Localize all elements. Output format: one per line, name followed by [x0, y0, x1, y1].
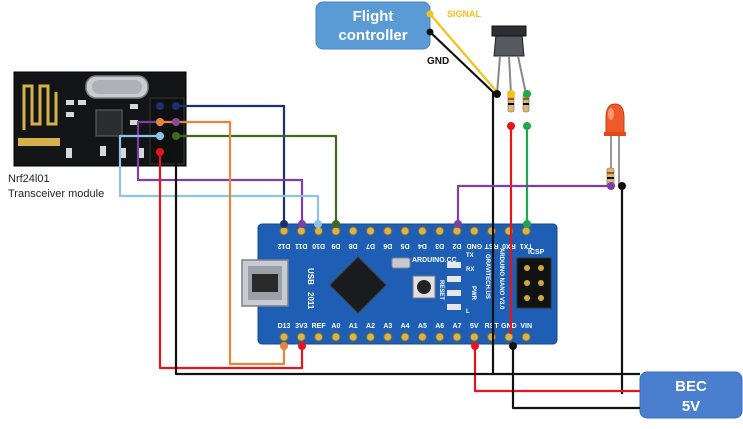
pin-label-d6: D6	[383, 242, 392, 249]
pin-label-vin: VIN	[520, 323, 532, 330]
pwr-label: PWR	[470, 286, 476, 301]
connection-dots	[156, 10, 626, 350]
pin-label-a3: A3	[383, 323, 392, 330]
nrf-label-line2: Transceiver module	[8, 188, 104, 200]
pin-label-a1: A1	[349, 323, 358, 330]
pin-pad-a2	[366, 332, 375, 342]
wire-black-nrf	[174, 152, 493, 376]
pin-pad-d3	[435, 226, 445, 236]
usb-label: USB	[306, 268, 315, 285]
wire-purple-nrf	[136, 120, 304, 224]
bec-box: BEC 5V	[639, 371, 743, 419]
pin-label-a0: A0	[331, 323, 340, 330]
pin-label-a7: A7	[453, 323, 462, 330]
pin-pad-a7	[452, 332, 462, 342]
wire-red-nrf	[158, 152, 304, 370]
pin-label-d11: D11	[295, 242, 308, 249]
led	[604, 103, 626, 187]
pin-pad-rst	[487, 226, 497, 236]
pin-pad-rst	[487, 332, 497, 342]
year-label: 2011	[306, 292, 315, 310]
pin-pad-vin	[521, 332, 531, 342]
nano-label: ARDUINO NANO V3.0	[498, 248, 504, 310]
pin-label-rst: RST	[484, 242, 499, 249]
tx-label: TX	[466, 253, 474, 259]
pin-label-d2: D2	[452, 242, 461, 249]
pin-label-d12: D12	[277, 242, 290, 249]
pin-pad-d13	[279, 332, 289, 342]
pin-label-d7: D7	[366, 242, 375, 249]
pin-pad-gnd	[469, 226, 479, 236]
pin-label-a2: A2	[366, 323, 375, 330]
pin-pad-d5	[400, 226, 410, 236]
arduino-nano-board	[241, 223, 558, 345]
pin-label-d8: D8	[349, 242, 358, 249]
pin-pad-d11	[296, 226, 306, 236]
nrf-label-line1: Nrf24l01	[8, 173, 50, 185]
pin-label-a5: A5	[418, 323, 427, 330]
pin-label-a4: A4	[401, 323, 410, 330]
pin-label-gnd: GND	[501, 323, 517, 330]
pin-pad-d2	[452, 226, 462, 236]
bec-line1: BEC	[675, 378, 707, 395]
pin-pad-a5	[417, 332, 427, 342]
pin-pad-a3	[383, 332, 393, 342]
pin-pad-d10	[314, 226, 324, 236]
icsp-label: ICSP	[528, 249, 545, 256]
pin-pad-ref	[314, 332, 324, 342]
pin-label-d13: D13	[278, 323, 291, 330]
pin-pad-a0	[331, 332, 341, 342]
pin-pad-tx1	[521, 226, 531, 236]
pin-pad-d12	[279, 226, 289, 236]
transistor	[491, 25, 527, 95]
flight-controller-box: Flight controller	[315, 1, 431, 50]
pin-label-d10: D10	[312, 242, 325, 249]
wire-bec-gnd	[511, 346, 640, 410]
pin-pad-d8	[348, 226, 358, 236]
pin-pad-d6	[383, 226, 393, 236]
site-label: ARDUINO.CC	[412, 257, 457, 264]
pin-pad-d4	[417, 226, 427, 236]
board-labels: ICSP USB 2011 ARDUINO.CC RESET PWR GRAVI…	[306, 248, 545, 315]
wire-purple-led	[456, 184, 611, 224]
pin-pad-3v3	[296, 332, 306, 342]
signal-label: SIGNAL	[447, 9, 482, 19]
wire-navy	[176, 104, 286, 224]
l-label: L	[466, 309, 470, 315]
bec-line2: 5V	[682, 398, 700, 415]
flight-controller-line1: Flight	[353, 8, 394, 25]
wire-fc-gnd	[429, 31, 640, 376]
wire-lightblue	[118, 134, 320, 224]
pin-label-tx1: TX1	[520, 242, 533, 249]
wire-signal	[429, 13, 498, 93]
reset-label: RESET	[438, 280, 444, 300]
resistor-2	[522, 93, 530, 113]
pin-pad-d9	[331, 226, 341, 236]
pin-label-d9: D9	[331, 242, 340, 249]
pin-pad-gnd	[504, 332, 514, 342]
wires	[118, 13, 640, 410]
pin-pad-a1	[348, 332, 358, 342]
pin-label-rx0: RX0	[502, 242, 516, 249]
flight-controller-line2: controller	[338, 27, 407, 44]
pin-pad-a4	[400, 332, 410, 342]
pin-label-3v3: 3V3	[295, 323, 308, 330]
gnd-label: GND	[427, 56, 449, 67]
pin-label-d3: D3	[435, 242, 444, 249]
pin-label-ref: REF	[312, 323, 327, 330]
pin-label-gnd: GND	[467, 242, 483, 249]
pin-pad-a6	[435, 332, 445, 342]
pin-label-d4: D4	[418, 242, 427, 249]
pin-pad-d7	[366, 226, 375, 236]
rx-label: RX	[466, 267, 474, 273]
wire-bec-5v	[473, 346, 640, 393]
pin-label-d5: D5	[401, 242, 410, 249]
wire-orange	[160, 120, 286, 366]
pin-label-5v: 5V	[470, 323, 479, 330]
pin-pad-5v	[469, 332, 479, 342]
gravitech-label: GRAVITECH.US	[484, 254, 490, 299]
pin-label-a6: A6	[435, 323, 444, 330]
